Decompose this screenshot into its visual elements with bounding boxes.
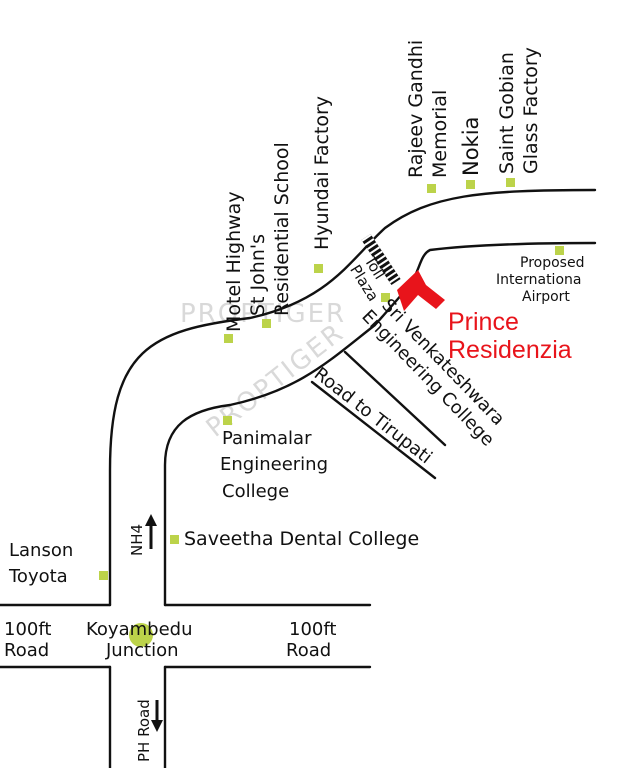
label-ph-road: PH Road [135, 699, 153, 762]
100ft-left-line-1: 100ft [4, 619, 51, 640]
rajeev-gandhi-line-2: Memorial [429, 90, 451, 178]
arrow-down-icon [151, 700, 163, 732]
label-saint-gobian: Saint Gobian Glass Factory [496, 47, 542, 174]
hyundai-line-1: Hyundai Factory [311, 96, 333, 250]
panimalar-line-2: Engineering [220, 454, 328, 475]
marker-saveetha [170, 535, 179, 544]
junction-dot-icon [129, 623, 153, 647]
marker-hyundai [314, 264, 323, 273]
label-nokia: Nokia [459, 117, 483, 176]
saint-gobian-line-1: Saint Gobian [496, 52, 518, 174]
label-hyundai: Hyundai Factory [311, 96, 333, 250]
panimalar-line-1: Panimalar [222, 428, 312, 449]
ph-road-text: PH Road [135, 699, 153, 762]
marker-motel-highway [224, 334, 233, 343]
marker-sri-venkateshwara [381, 293, 390, 302]
marker-rajeev-gandhi [427, 184, 436, 193]
label-st-johns: St John's Residential School [247, 142, 293, 316]
panimalar-line-3: College [222, 481, 289, 502]
junction-line-2: Junction [105, 640, 179, 661]
marker-lanson [99, 571, 108, 580]
marker-panimalar [223, 416, 232, 425]
red-arrow-icon [397, 270, 445, 311]
road-to-tirupati-upper [343, 350, 447, 447]
toll-gate-icon [361, 233, 401, 286]
saveetha-label: Saveetha Dental College [184, 528, 419, 550]
100ft-right-line-1: 100ft [289, 619, 336, 640]
marker-st-johns [262, 319, 271, 328]
label-nh4: NH4 [128, 524, 146, 556]
lanson-line-2: Toyota [8, 566, 68, 587]
rajeev-gandhi-line-1: Rajeev Gandhi [405, 40, 427, 178]
marker-nokia [466, 180, 475, 189]
road-to-tirupati-lower [310, 380, 437, 480]
airport-line-3: Airport [522, 289, 570, 305]
junction-line-1: Koyambedu [86, 619, 192, 640]
label-rajeev-gandhi: Rajeev Gandhi Memorial [405, 40, 451, 178]
saint-gobian-line-2: Glass Factory [520, 47, 542, 174]
destination-label-line-1: Prince [448, 308, 519, 336]
motel-highway-line-1: Motel Highway [223, 191, 245, 332]
airport-line-2: Internationa [496, 272, 581, 288]
arrow-up-icon [145, 514, 157, 549]
marker-airport [555, 246, 564, 255]
marker-saint-gobian [506, 178, 515, 187]
lanson-line-1: Lanson [9, 540, 73, 561]
destination-label-line-2: Residenzia [448, 336, 572, 364]
nh4-road-inner [163, 241, 597, 607]
nokia-line-1: Nokia [459, 117, 483, 176]
airport-line-1: Proposed [520, 255, 584, 271]
nh4-road-outer [108, 188, 597, 607]
st-johns-line-1: St John's [247, 234, 269, 316]
st-johns-line-2: Residential School [271, 142, 293, 316]
100ft-left-line-2: Road [4, 640, 49, 661]
label-motel-highway: Motel Highway [223, 191, 245, 332]
100ft-right-line-2: Road [286, 640, 331, 661]
nh4-text: NH4 [128, 524, 146, 556]
